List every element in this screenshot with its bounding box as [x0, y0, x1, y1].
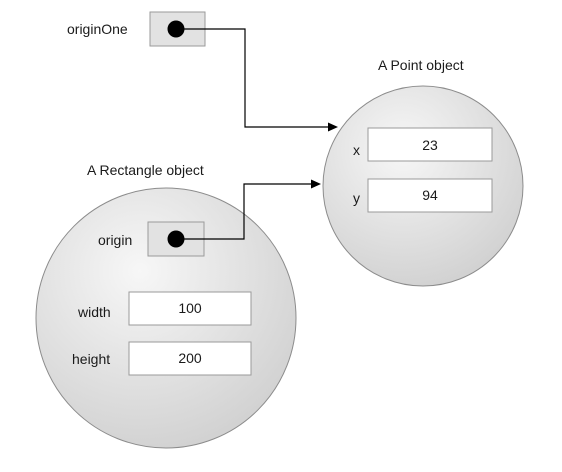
rectangle-field-height-label: height [72, 351, 110, 367]
variable-originOne-label: originOne [67, 21, 128, 37]
point-field-x-value: 23 [422, 137, 438, 153]
rectangle-field-width-box [128, 291, 252, 326]
point-object-title: A Point object [378, 57, 464, 73]
rectangle-field-height-box [128, 341, 252, 376]
origin-to-point-arrow-line [176, 183, 313, 240]
rectangle-field-origin-label: origin [98, 232, 132, 248]
rectangle-field-width-label: width [77, 304, 111, 320]
rectangle-field-width-value: 100 [178, 300, 202, 316]
point-field-y-label: y [353, 190, 360, 206]
point-field-y-box [367, 178, 493, 213]
origin-to-point-arrowhead [311, 179, 321, 189]
point-field-x-label: x [353, 142, 360, 158]
point-field-y-value: 94 [422, 187, 438, 203]
point-field-x-box [367, 127, 493, 162]
rectangle-field-height-value: 200 [178, 350, 202, 366]
originOne-to-point-arrow-line [176, 28, 330, 128]
originOne-to-point-arrowhead [328, 122, 338, 132]
rectangle-object-title: A Rectangle object [87, 162, 204, 178]
